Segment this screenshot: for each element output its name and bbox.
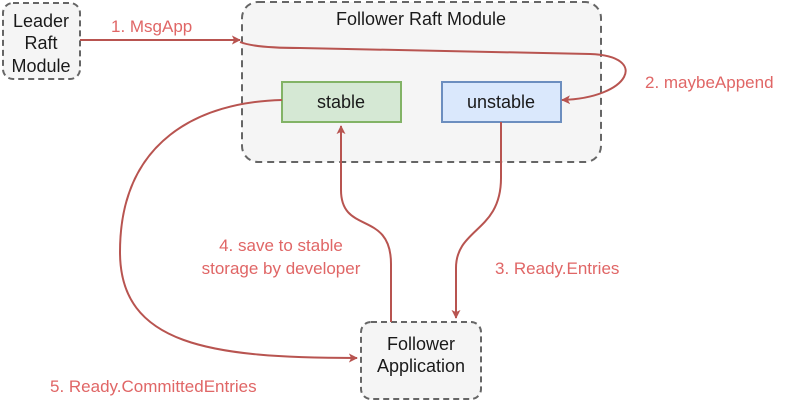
label-save-stable-line-1: 4. save to stable bbox=[219, 236, 343, 255]
edge-save-stable bbox=[336, 125, 392, 322]
follower-application-box bbox=[360, 321, 482, 400]
label-msgapp: 1. MsgApp bbox=[111, 17, 192, 36]
label-committed-entries: 5. Ready.CommittedEntries bbox=[50, 377, 257, 396]
label-save-stable-line-2: storage by developer bbox=[202, 259, 361, 278]
follower-app-line-2: Application bbox=[377, 356, 465, 376]
leader-line-2: Raft bbox=[24, 33, 57, 53]
follower-application: Follower Application bbox=[360, 321, 482, 400]
stable-node: stable bbox=[281, 81, 402, 123]
follower-raft-module-title: Follower Raft Module bbox=[336, 9, 506, 29]
leader-line-3: Module bbox=[11, 56, 70, 76]
edge-committed-entries bbox=[118, 99, 358, 363]
edge-labels: 1. MsgApp 2. maybeAppend 3. Ready.Entrie… bbox=[50, 17, 774, 396]
edge-maybe-append bbox=[239, 41, 627, 105]
unstable-node: unstable bbox=[441, 81, 562, 123]
leader-raft-module: Leader Raft Module bbox=[2, 2, 81, 80]
stable-label: stable bbox=[317, 92, 365, 112]
leader-line-1: Leader bbox=[13, 11, 69, 31]
follower-app-line-1: Follower bbox=[387, 334, 455, 354]
label-maybe-append: 2. maybeAppend bbox=[645, 73, 774, 92]
stable-box bbox=[281, 81, 402, 123]
label-ready-entries: 3. Ready.Entries bbox=[495, 259, 619, 278]
edge-ready-entries bbox=[451, 122, 502, 319]
unstable-label: unstable bbox=[467, 92, 535, 112]
unstable-box bbox=[441, 81, 562, 123]
edges bbox=[80, 35, 627, 363]
